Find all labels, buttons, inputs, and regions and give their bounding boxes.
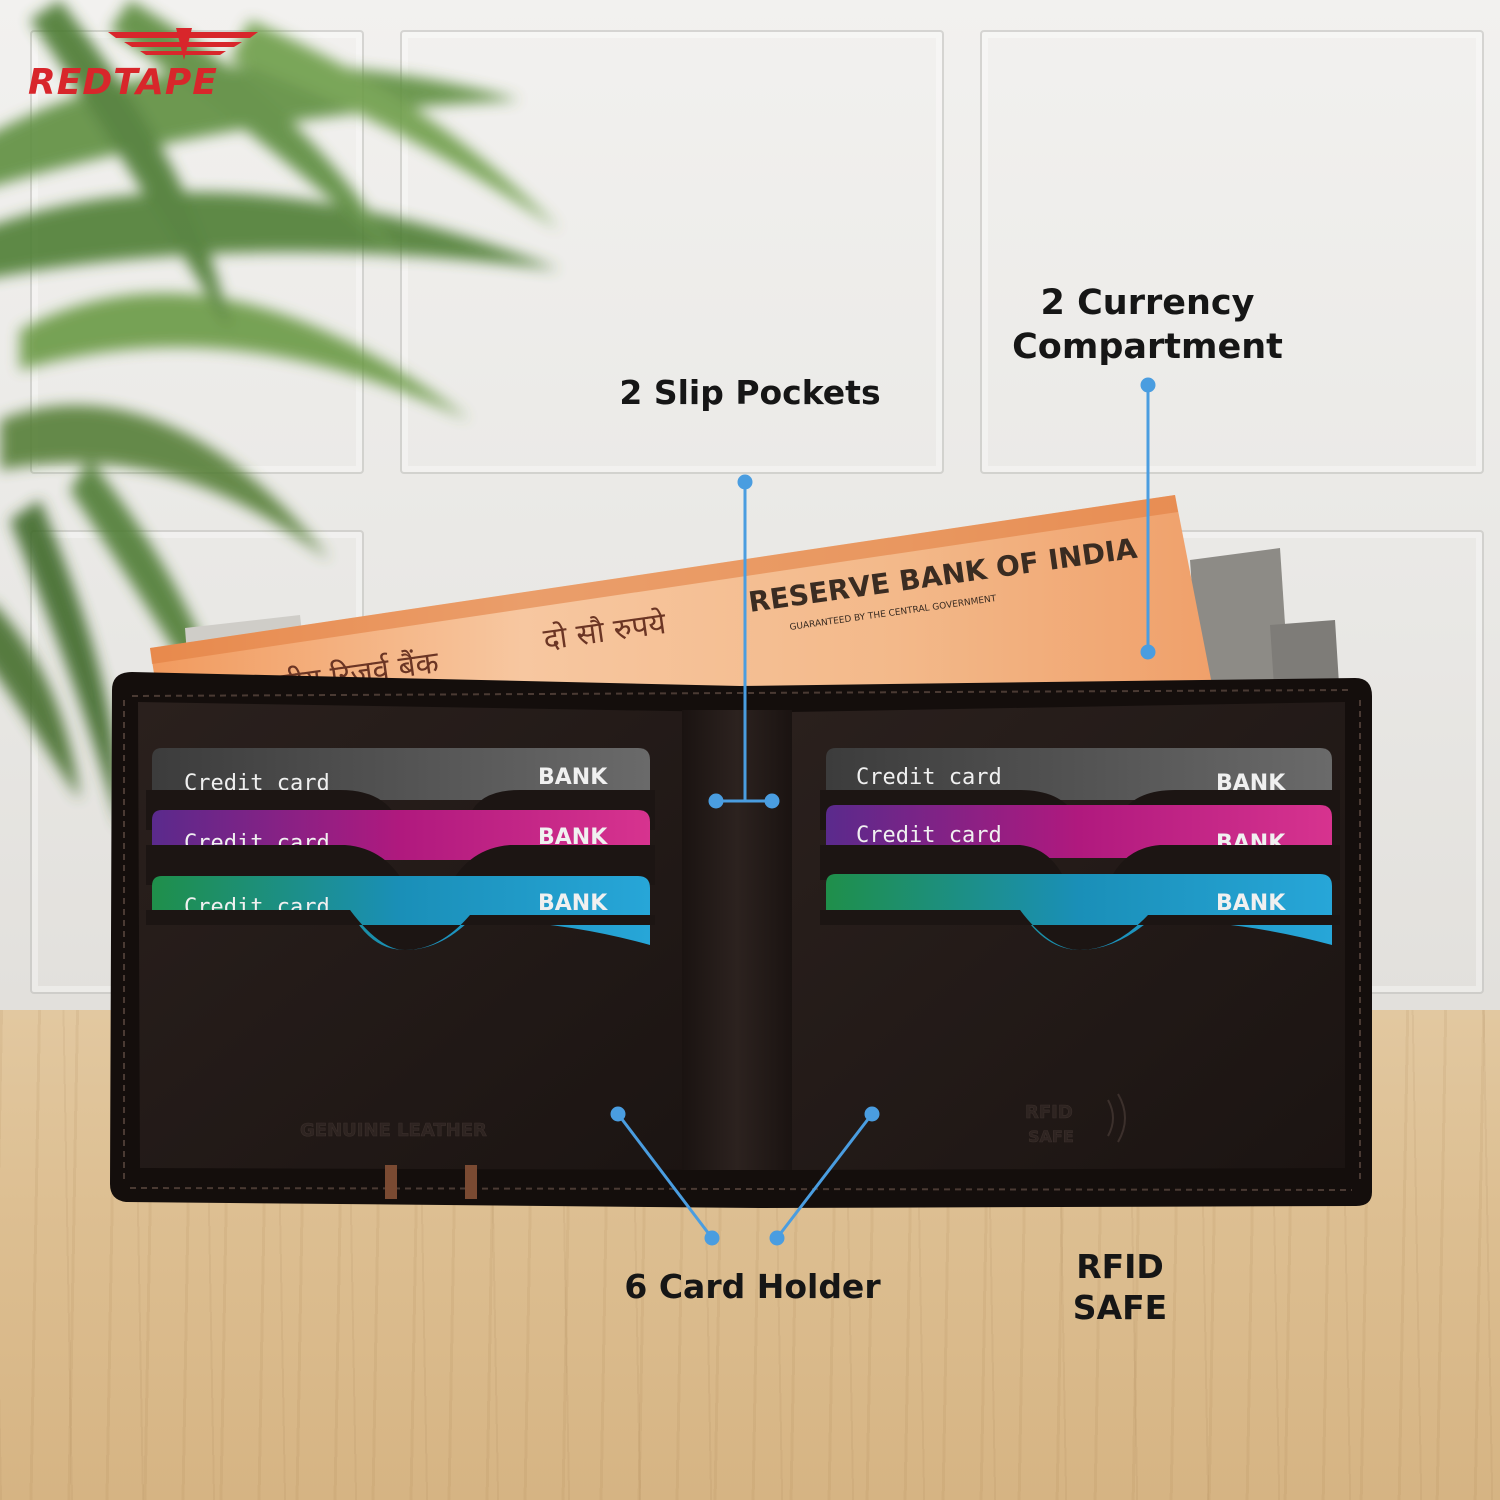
currency-line2: Compartment (1012, 326, 1283, 367)
rfid-safe-label: RFID SAFE (1040, 1246, 1200, 1329)
card-bank: BANK (1216, 891, 1286, 916)
rfid-line2: SAFE (1072, 1288, 1168, 1328)
callout-lines (610, 377, 1156, 1246)
card-label: Credit card (856, 765, 1002, 790)
brand-name: REDTAPE (28, 62, 218, 103)
left-card-slots: Credit card BANK Credit card BANK Credit… (146, 748, 655, 950)
right-card-slots: Credit card BANK Credit card BANK BANK (820, 748, 1340, 950)
slip-pockets-label: 2 Slip Pockets (619, 373, 881, 412)
rfid-signal-icon (1107, 1099, 1114, 1137)
plant-leaves (0, 0, 560, 830)
emboss-rfid: RFID (1025, 1102, 1073, 1123)
brand-wings-icon (108, 28, 258, 60)
emboss-genuine: GENUINE LEATHER (300, 1120, 487, 1141)
rfid-line1: RFID (1076, 1247, 1164, 1286)
currency-line1: 2 Currency (1040, 283, 1255, 323)
emboss-safe: SAFE (1028, 1127, 1074, 1146)
card-bank: BANK (538, 765, 608, 790)
banknote: RESERVE BANK OF INDIA GUARANTEED BY THE … (150, 495, 1215, 712)
card-bank: BANK (538, 891, 608, 916)
card-label: Credit card (856, 823, 1002, 848)
wall-panel (980, 30, 1484, 474)
card-holder-label: 6 Card Holder (624, 1267, 881, 1306)
currency-compartment-label: 2 Currency Compartment (990, 282, 1305, 370)
brand-logo: REDTAPE (28, 22, 300, 103)
